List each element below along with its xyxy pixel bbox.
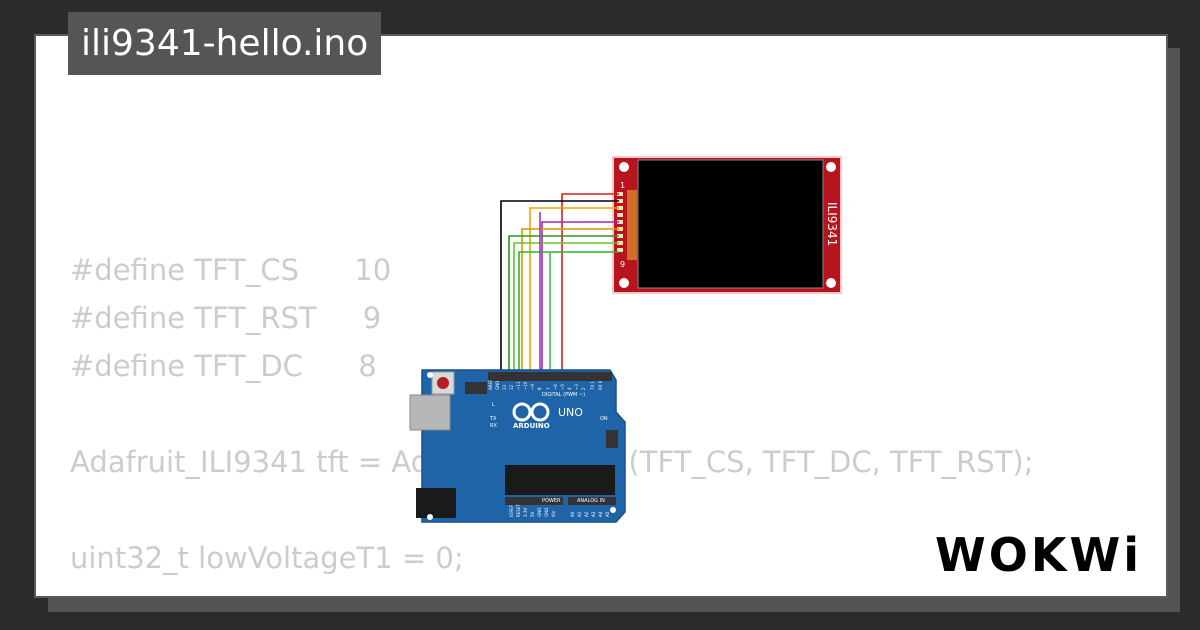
pin-label: GND — [544, 508, 549, 517]
atmega-chip — [505, 465, 615, 495]
pin-label: A4 — [598, 511, 603, 517]
pin-label: A0 — [570, 511, 575, 517]
top-pin-labels: AREF GND 13 12 ~11 ~10 ~9 8 7 ~6 ~5 4 ~3… — [488, 379, 603, 391]
pin-label: AREF — [488, 379, 493, 390]
pin-label: ~11 — [516, 381, 521, 390]
display-pin-last: 9 — [620, 260, 625, 269]
pin-label: 12 — [509, 384, 514, 390]
pin-label: TX 1 — [590, 381, 595, 391]
display-label: ILI9341 — [825, 202, 839, 246]
arduino-uno[interactable]: UNO ARDUINO DIGITAL (PWM ~) POWER ANALOG… — [409, 369, 626, 523]
analog-pin-labels: A0 A1 A2 A3 A4 A5 — [570, 511, 610, 517]
pin-label: ~6 — [553, 384, 558, 390]
wokwi-logo: WOKWi — [935, 528, 1142, 582]
pin-label: GND — [495, 381, 500, 390]
display-pin-first: 1 — [620, 181, 625, 190]
ili9341-display[interactable]: 1 9 ILI9341 — [612, 156, 842, 294]
pin-label: RX 0 — [598, 380, 603, 390]
pin-label: ~10 — [523, 381, 528, 390]
pin-label: 7 — [546, 387, 551, 390]
analog-label: ANALOG IN — [577, 498, 605, 504]
pin-label: ~9 — [530, 384, 535, 390]
tx-label: TX — [489, 416, 497, 422]
rx-label: RX — [490, 423, 497, 429]
pin-label: A3 — [591, 511, 596, 517]
pin-label: 5V — [530, 511, 535, 517]
wires — [500, 193, 619, 522]
power-label: POWER — [542, 498, 561, 504]
on-label: ON — [600, 416, 608, 422]
pin-label: 13 — [502, 384, 507, 390]
power-pin-labels: IOREF RESET 3.3V 5V GND GND Vin — [509, 504, 556, 517]
code-line: #define TFT_DC 8 — [70, 349, 377, 383]
pin-label: ~3 — [574, 384, 579, 390]
reset-button-icon[interactable] — [437, 377, 449, 389]
pin-label: A1 — [577, 511, 582, 517]
pin-label: 8 — [537, 387, 542, 390]
pin-label: A2 — [584, 511, 589, 517]
l-label: L — [492, 402, 495, 408]
pin-label: Vin — [551, 510, 556, 517]
pin-label: 2 — [581, 387, 586, 390]
code-line: #define TFT_RST 9 — [70, 301, 382, 335]
code-line: uint32_t lowVoltageT1 = 0; — [70, 541, 464, 575]
digital-label: DIGITAL (PWM ~) — [542, 392, 585, 398]
board-model: UNO — [558, 406, 583, 419]
pin-label: ~5 — [560, 384, 565, 390]
pin-label: 4 — [567, 387, 572, 390]
pin-label: IOREF — [509, 504, 514, 517]
pin-label: RESET — [516, 504, 521, 517]
power-jack — [416, 488, 456, 518]
page-title: ili9341-hello.ino — [68, 12, 382, 75]
circuit-diagram: 1 9 ILI9341 — [409, 156, 842, 523]
pin-label: 3.3V — [523, 508, 528, 517]
digital-header — [488, 372, 612, 381]
usb-port — [409, 394, 451, 431]
pin-label: GND — [537, 508, 542, 517]
code-line: #define TFT_CS 10 — [70, 253, 392, 287]
board-brand: ARDUINO — [513, 422, 550, 430]
pin-label: A5 — [605, 511, 610, 517]
preview-card: #define TFT_CS 10 #define TFT_RST 9 #def… — [34, 34, 1168, 598]
